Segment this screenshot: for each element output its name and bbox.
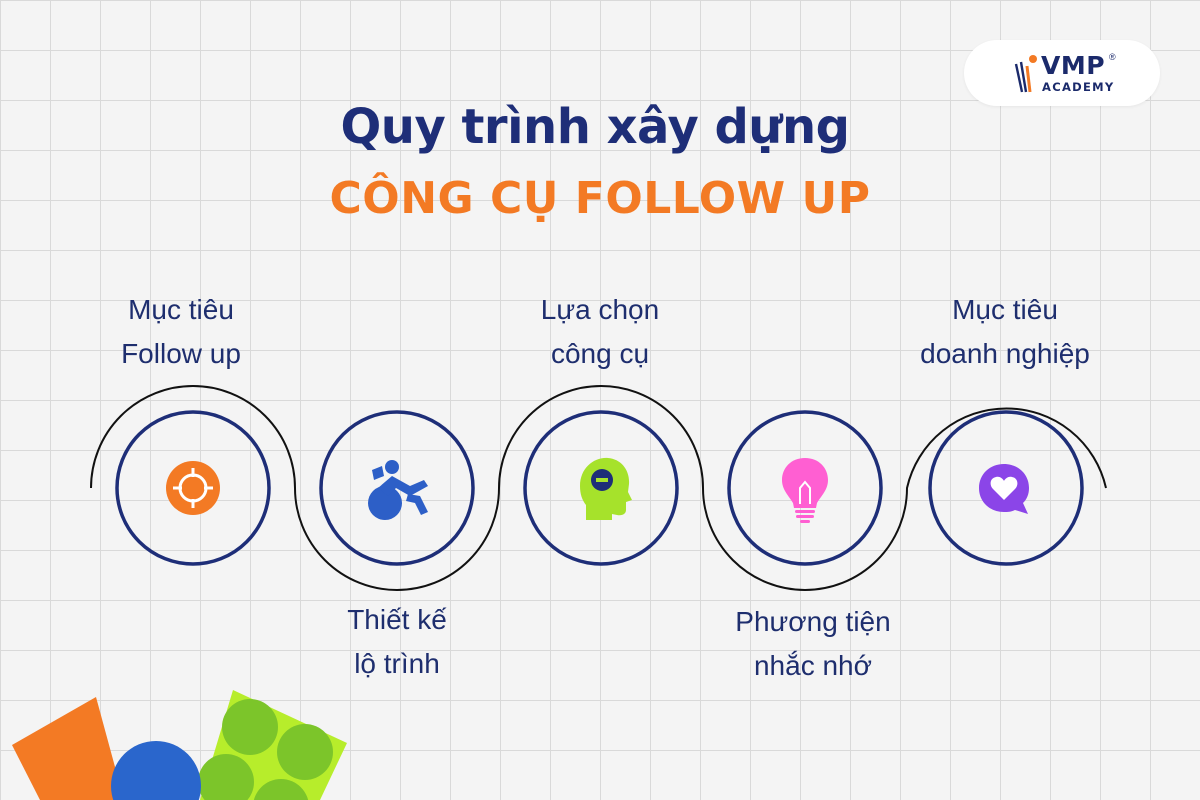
wave-connector [90, 385, 1107, 591]
step-5-label: Mục tiêu doanh nghiệp [875, 288, 1135, 376]
step-4-label: Phương tiện nhắc nhớ [683, 600, 943, 688]
logo-subtitle: ACADEMY [1042, 80, 1115, 94]
step-2-circle [319, 410, 475, 566]
orange-triangle-shape [12, 697, 124, 800]
logo-name: VMP [1041, 51, 1106, 80]
page-title: Quy trình xây dựng [340, 99, 850, 155]
step-2-label-line2: lộ trình [354, 648, 440, 679]
step-5-label-line2: doanh nghiệp [920, 338, 1090, 369]
step-1-label: Mục tiêu Follow up [51, 288, 311, 376]
step-1-label-line1: Mục tiêu [128, 294, 234, 325]
logo-registered: ® [1109, 52, 1116, 62]
step-5-circle [928, 410, 1084, 566]
step-5-label-line1: Mục tiêu [952, 294, 1058, 325]
step-3-label-line1: Lựa chọn [540, 294, 660, 325]
step-4-label-line2: nhắc nhớ [753, 650, 872, 681]
heart-chat-icon [979, 464, 1029, 514]
step-1-label-line2: Follow up [121, 338, 241, 369]
step-4-label-line1: Phương tiện [735, 606, 891, 637]
target-icon [166, 461, 220, 515]
page-subtitle: CÔNG CỤ FOLLOW UP [329, 173, 871, 224]
head-idea-icon [580, 457, 632, 520]
step-2-label-line1: Thiết kế [347, 604, 447, 635]
logo-badge [964, 40, 1160, 106]
exercise-ball-icon [368, 460, 428, 520]
step-2-label: Thiết kế lộ trình [267, 598, 527, 686]
step-1-circle [115, 410, 271, 566]
step-3-circle [523, 410, 679, 566]
vmp-logo-icon [1014, 55, 1037, 93]
step-4-circle [727, 410, 883, 566]
step-3-label-line2: công cụ [550, 338, 650, 369]
blue-circle-shape [111, 741, 201, 800]
lightbulb-icon [782, 458, 828, 523]
green-circles-shape [198, 699, 333, 800]
step-3-label: Lựa chọn công cụ [470, 288, 730, 376]
